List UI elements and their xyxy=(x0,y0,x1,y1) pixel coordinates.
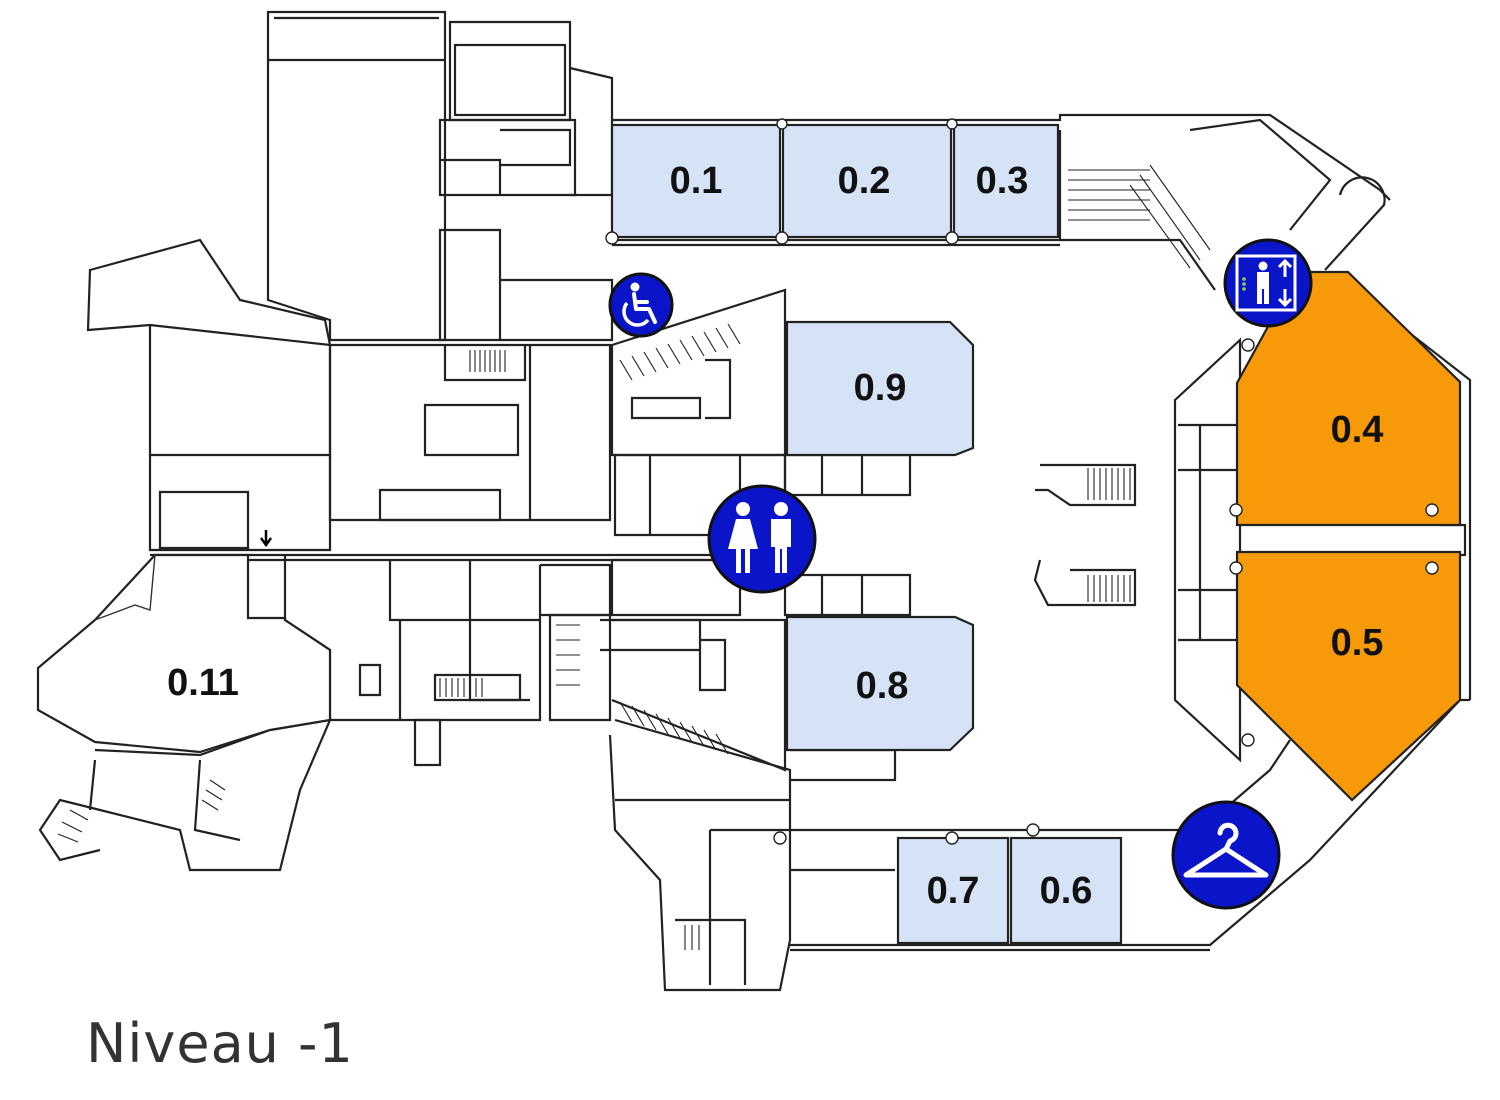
arrow-down-icon xyxy=(259,530,273,548)
room-label: 0.4 xyxy=(1331,409,1384,451)
room-0.5[interactable]: 0.5 xyxy=(1235,550,1462,802)
room-0.8[interactable]: 0.8 xyxy=(785,615,975,752)
room-0.2[interactable]: 0.2 xyxy=(781,123,953,239)
room-label: 0.11 xyxy=(167,662,239,704)
room-0.7[interactable]: 0.7 xyxy=(896,836,1010,945)
room-label: 0.9 xyxy=(854,367,907,409)
room-label: 0.7 xyxy=(927,870,980,912)
building-walls xyxy=(38,10,1472,992)
room-label: 0.8 xyxy=(856,665,909,707)
coat-hanger-icon[interactable] xyxy=(1171,800,1281,910)
level-title: Niveau -1 xyxy=(86,1012,354,1075)
rooms: 0.1 0.2 0.3 0.9 0.8 0.4 0.5 0.7 xyxy=(36,123,1462,945)
room-label: 0.3 xyxy=(976,160,1029,202)
room-0.4[interactable]: 0.4 xyxy=(1235,270,1462,527)
room-label: 0.2 xyxy=(838,160,891,202)
room-label: 0.1 xyxy=(670,160,723,202)
room-0.3[interactable]: 0.3 xyxy=(952,123,1060,239)
room-label: 0.6 xyxy=(1040,870,1093,912)
column-markers xyxy=(605,118,1439,845)
room-0.6[interactable]: 0.6 xyxy=(1009,836,1123,945)
room-0.9[interactable]: 0.9 xyxy=(785,320,975,457)
elevator-icon[interactable] xyxy=(1223,238,1313,328)
room-label: 0.5 xyxy=(1331,622,1384,664)
room-0.1[interactable]: 0.1 xyxy=(610,123,782,239)
restroom-icon[interactable] xyxy=(707,484,817,594)
wheelchair-icon[interactable] xyxy=(608,272,674,338)
room-0.11[interactable]: 0.11 xyxy=(36,553,332,754)
